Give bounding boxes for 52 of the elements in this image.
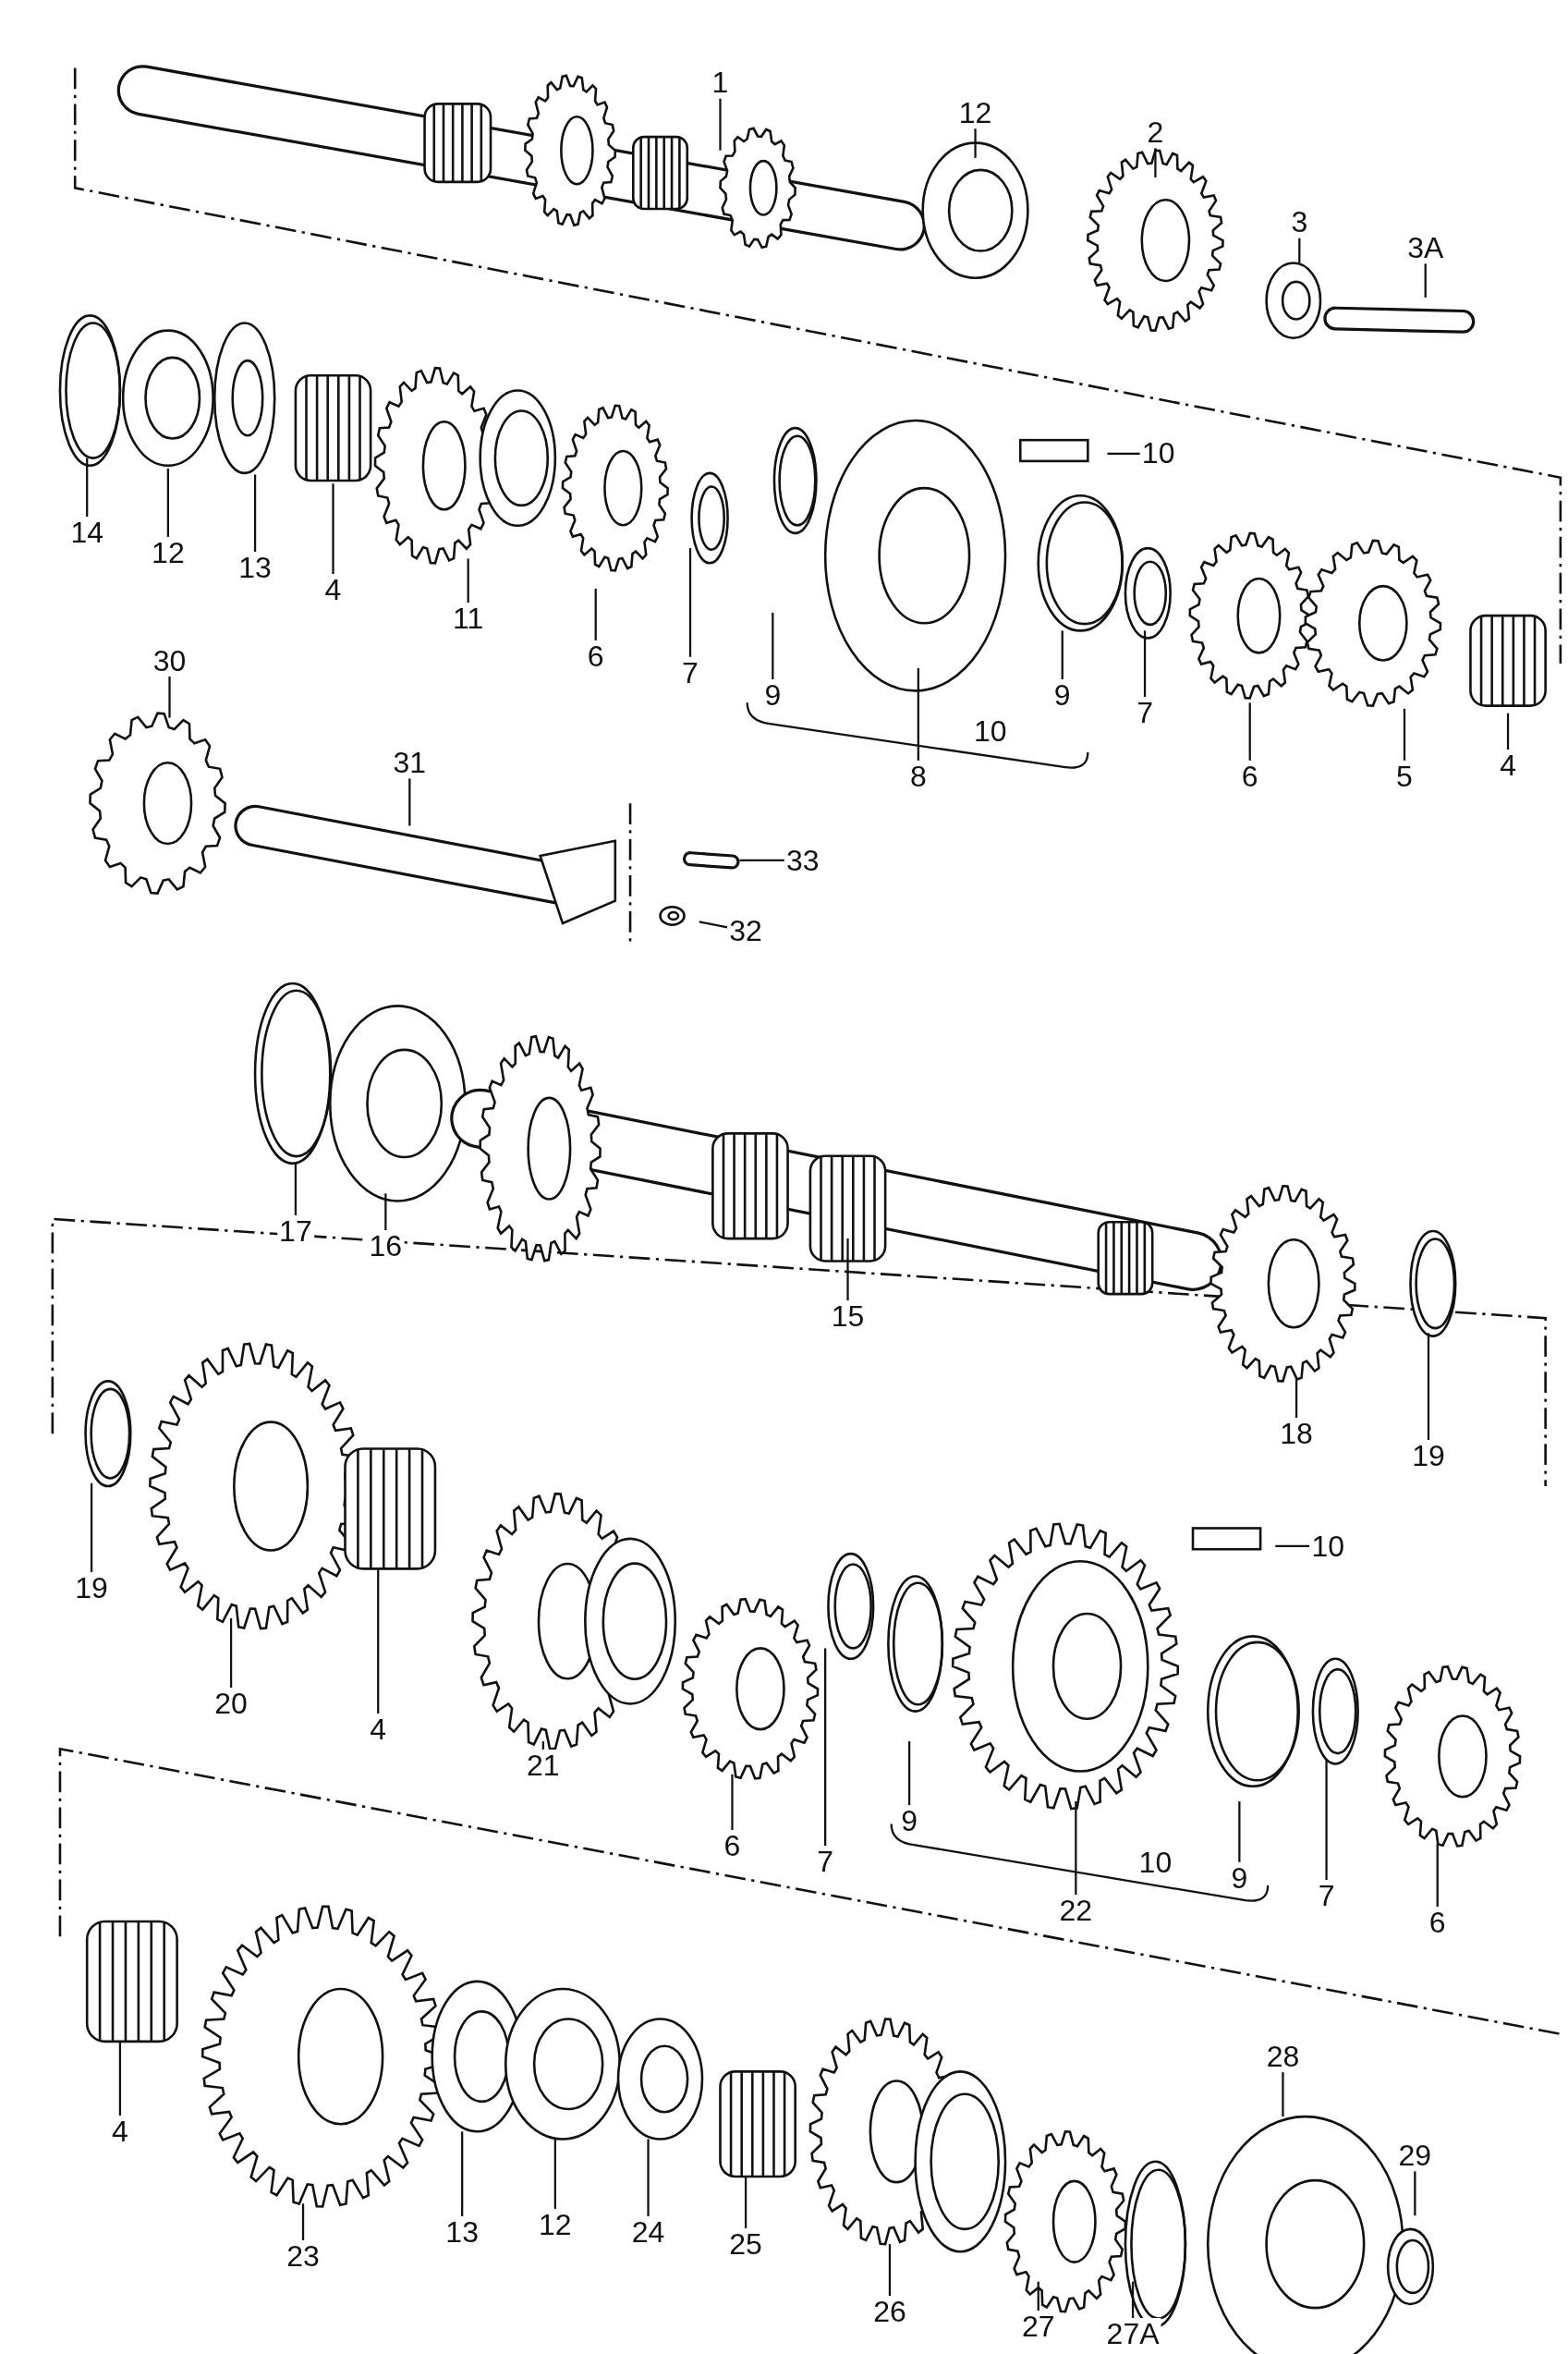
- leader-line: [166, 469, 169, 537]
- leader-line: [974, 128, 977, 158]
- leader-line: [90, 1482, 93, 1573]
- leader-line: [461, 2131, 464, 2217]
- leader-line: [907, 1741, 911, 1806]
- leader-line: [647, 2139, 650, 2217]
- leader-line: [86, 457, 89, 518]
- leader-line: [377, 1568, 380, 1714]
- leader-line: [384, 1193, 387, 1231]
- leader-line: [1238, 1801, 1241, 1862]
- leader-line: [332, 483, 334, 575]
- leader-line: [1143, 630, 1147, 698]
- leader-line: [253, 474, 257, 553]
- leader-line: [888, 2244, 892, 2297]
- leader-line: [744, 2177, 748, 2229]
- leader-line: [1427, 1333, 1430, 1441]
- leader-line: [772, 612, 774, 680]
- leader-line: [1275, 1544, 1310, 1548]
- leader-line: [229, 1617, 233, 1689]
- leader-line: [1414, 2171, 1416, 2216]
- leader-line: [1154, 148, 1157, 177]
- leader-line: [1131, 2281, 1135, 2319]
- leader-line: [168, 676, 171, 718]
- leader-line: [1295, 1378, 1298, 1419]
- leader-line: [1403, 708, 1406, 761]
- leader-line: [1282, 2072, 1284, 2117]
- leader-line: [699, 921, 728, 929]
- leader-line: [1424, 263, 1427, 298]
- leader-line: [408, 778, 411, 826]
- leader-line: [688, 548, 692, 657]
- leader-line: [118, 2041, 122, 2116]
- leader-line: [739, 859, 784, 861]
- leader-line: [917, 668, 919, 761]
- leader-line: [594, 588, 597, 640]
- leader-line: [1436, 1843, 1439, 1908]
- leader-line: [1107, 452, 1140, 455]
- leader-line: [553, 2139, 556, 2209]
- leader-line: [824, 1648, 827, 1846]
- leader-line: [719, 98, 722, 151]
- leader-line: [846, 1238, 849, 1301]
- leader-line: [541, 1741, 544, 1750]
- leader-line: [1325, 1759, 1328, 1881]
- leader-line: [1506, 713, 1510, 750]
- leader-line: [1298, 238, 1301, 263]
- leader-line: [301, 2203, 305, 2241]
- leader-line: [1061, 630, 1064, 680]
- leader-line: [1037, 2281, 1039, 2311]
- leader-line: [294, 1163, 298, 1215]
- leader-line: [1248, 702, 1251, 761]
- leader-line: [467, 558, 469, 604]
- leader-line: [731, 1774, 734, 1831]
- leader-line: [1075, 1801, 1077, 1896]
